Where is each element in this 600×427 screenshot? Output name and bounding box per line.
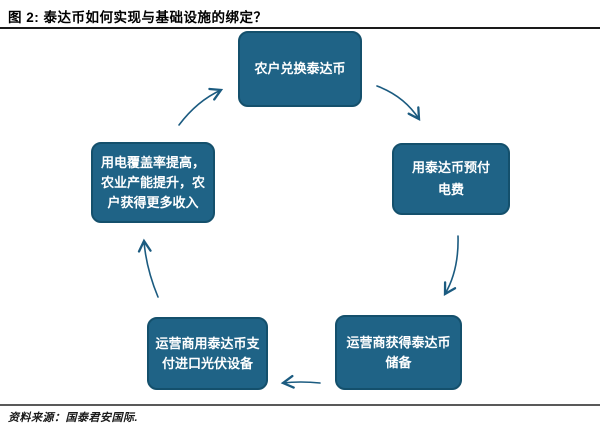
node-coverage-up-income-up: 用电覆盖率提高， 农业产能提升，农 户获得更多收入 [91,142,215,223]
node-operator-gets-tether-reserve: 运营商获得泰达币 储备 [335,315,462,390]
arrow-right-to-bottom-right [443,235,459,297]
arrow-bottom-left-to-left [137,238,159,298]
arrow-top-to-right [376,85,421,121]
arrow-left-to-top [178,87,224,126]
node-farmers-exchange-tether: 农户兑换泰达币 [238,31,362,107]
source-note: 资料来源：国泰君安国际. [8,412,139,424]
footer-rule [0,404,600,406]
title-underline [0,27,600,29]
node-operator-pays-pv-equipment: 运营商用泰达币支 付进口光伏设备 [147,317,268,390]
figure-title: 图 2: 泰达币如何实现与基础设施的绑定？ [8,10,268,25]
arrow-bottom-right-to-bottom-left [280,374,321,389]
node-prepay-electricity-with-tether: 用泰达币预付 电费 [392,143,510,215]
